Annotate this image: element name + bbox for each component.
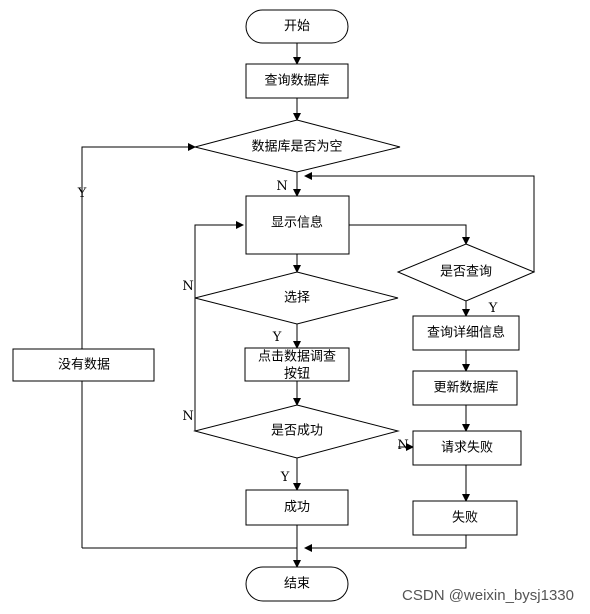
node-is-success: 是否成功 (193, 404, 400, 459)
node-db-empty: 数据库是否为空 (194, 119, 401, 173)
edge-fail-to-end (304, 535, 467, 552)
node-is-query: 是否查询 (396, 243, 536, 302)
edge-select-no-loop (194, 221, 244, 298)
node-is-query-label: 是否查询 (440, 265, 492, 280)
label-is-success-no: N (182, 409, 193, 424)
node-no-data: 没有数据 (12, 348, 155, 382)
node-fail-label: 失败 (452, 511, 478, 526)
label-is-success-yes: Y (280, 470, 290, 485)
node-is-success-label: 是否成功 (271, 424, 323, 439)
edge-is-query-loop-back (304, 172, 535, 272)
label-select-no: N (182, 279, 193, 294)
node-request-fail: 请求失败 (412, 430, 522, 466)
label-db-empty-no: N (276, 179, 287, 194)
node-update-db-label: 更新数据库 (433, 380, 498, 396)
connectors (81, 43, 535, 568)
edge-no-data-loop (81, 143, 196, 548)
node-show-info-label: 显示信息 (271, 215, 323, 231)
node-click-button-line2: 按钮 (284, 367, 310, 382)
node-fail: 失败 (412, 500, 518, 536)
edge-show-info-to-is-query (349, 224, 470, 245)
branch-labels: Y N Y N Y N N Y (77, 179, 498, 485)
node-query-detail-label: 查询详细信息 (427, 325, 505, 341)
node-show-info: 显示信息 (245, 195, 350, 255)
node-update-db: 更新数据库 (412, 370, 518, 406)
label-is-query-yes: Y (488, 301, 498, 316)
node-select: 选择 (194, 271, 399, 325)
node-request-fail-label: 请求失败 (441, 441, 493, 456)
label-db-empty-yes: Y (77, 186, 87, 201)
node-click-button-line1: 点击数据调查 (258, 350, 336, 365)
label-select-yes: Y (272, 330, 282, 345)
node-click-button: 点击数据调查 按钮 (244, 347, 350, 382)
node-no-data-label: 没有数据 (58, 358, 110, 373)
node-query-detail: 查询详细信息 (412, 315, 520, 351)
node-db-empty-label: 数据库是否为空 (251, 139, 342, 155)
node-query-db: 查询数据库 (245, 63, 349, 99)
node-end: 结束 (245, 566, 349, 602)
node-start: 开始 (245, 9, 349, 44)
node-query-db-label: 查询数据库 (264, 73, 329, 89)
node-select-label: 选择 (284, 291, 310, 306)
node-end-label: 结束 (284, 577, 310, 592)
node-success: 成功 (245, 489, 349, 526)
label-is-success-no-right: N (397, 438, 408, 453)
watermark: CSDN @weixin_bysj1330 (402, 587, 574, 604)
node-start-label: 开始 (284, 19, 310, 34)
node-success-label: 成功 (284, 500, 310, 515)
